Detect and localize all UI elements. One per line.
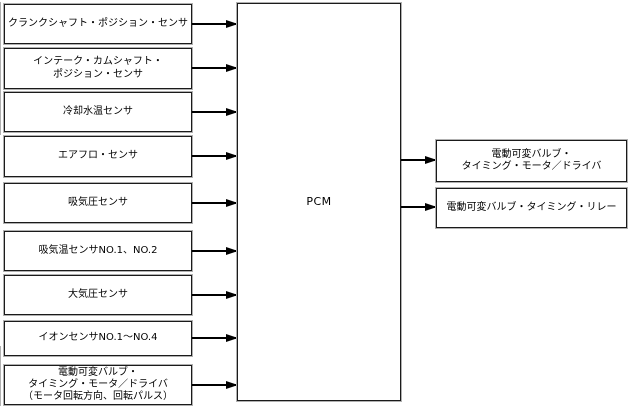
input-box-intake-temp-sensor-no1-no2: 吸気温センサNO.1、NO.2 — [3, 230, 193, 272]
output-arrow-1 — [401, 156, 437, 164]
scan-artifact-line-bottom — [0, 346, 1, 406]
input-box-crankshaft-position-sensor: クランクシャフト・ポジション・センサ — [3, 3, 193, 45]
input-box-ion-sensor-no1-no4: イオンセンサNO.1～NO.4 — [3, 320, 193, 357]
output-arrow-2 — [401, 203, 437, 211]
input-box-electric-vvt-motor-driver: 電動可変バルブ・ タイミング・モータ／ドライバ （モータ回転方向、回転パルス） — [3, 364, 193, 406]
input-arrow-5 — [192, 199, 238, 207]
input-arrow-2 — [192, 64, 238, 72]
input-arrow-1 — [192, 20, 238, 28]
input-box-intake-camshaft-position-sensor: インテーク・カムシャフト・ ポジション・センサ — [3, 47, 193, 90]
input-box-airflow-sensor: エアフロ・センサ — [3, 135, 193, 178]
pcm-box: PCM — [236, 2, 402, 402]
input-arrow-4 — [192, 152, 238, 160]
scan-artifact-line-top — [0, 2, 1, 135]
output-box-electric-vvt-relay: 電動可変バルブ・タイミング・リレー — [435, 187, 628, 229]
input-box-intake-pressure-sensor: 吸気圧センサ — [3, 182, 193, 224]
input-box-barometric-pressure-sensor: 大気圧センサ — [3, 274, 193, 316]
input-arrow-8 — [192, 334, 238, 342]
input-box-coolant-temp-sensor: 冷却水温センサ — [3, 91, 193, 133]
input-arrow-7 — [192, 291, 238, 299]
input-arrow-6 — [192, 247, 238, 255]
input-arrow-9 — [192, 381, 238, 389]
input-arrow-3 — [192, 108, 238, 116]
output-box-electric-vvt-motor-driver: 電動可変バルブ・ タイミング・モータ／ドライバ — [435, 139, 628, 183]
